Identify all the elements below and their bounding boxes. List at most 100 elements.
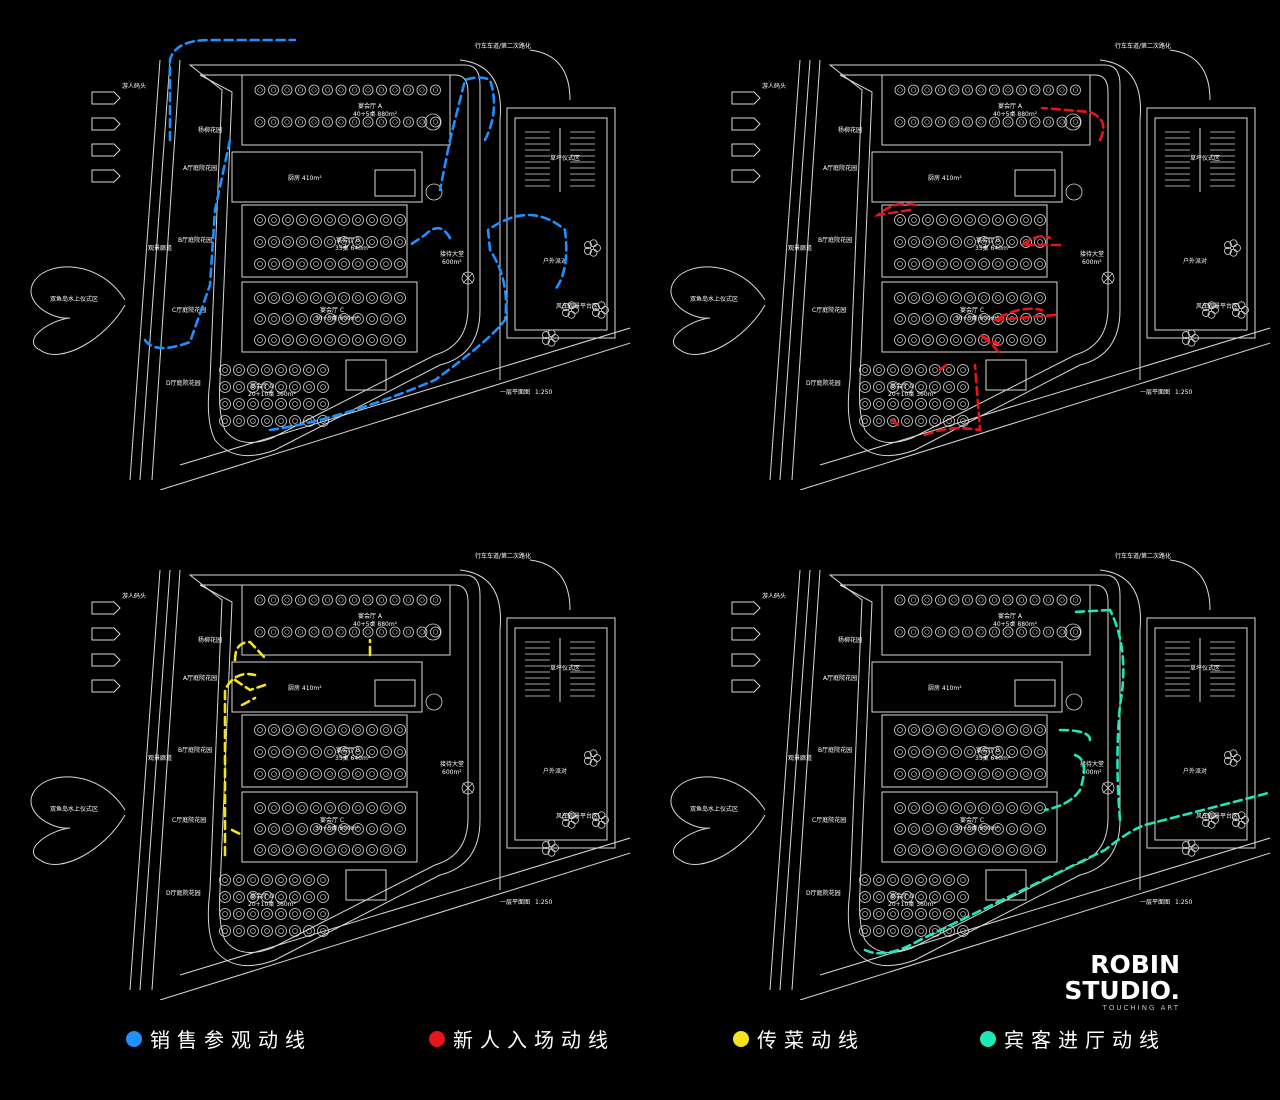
table-icon xyxy=(222,384,228,390)
table-icon xyxy=(282,802,294,814)
table-icon xyxy=(897,847,903,853)
table-icon xyxy=(992,236,1004,248)
table-icon xyxy=(254,768,266,780)
table-icon xyxy=(936,823,948,835)
table-icon xyxy=(887,398,899,410)
island-outline xyxy=(30,776,126,865)
outdoor-party-label: 户外派对 xyxy=(1183,767,1207,775)
table-icon xyxy=(995,337,1001,343)
table-icon xyxy=(939,847,945,853)
table-icon xyxy=(299,805,305,811)
table-icon xyxy=(222,367,228,373)
table-icon xyxy=(416,84,428,96)
table-icon xyxy=(233,874,245,886)
table-icon xyxy=(341,295,347,301)
wind-deck-label: 风车观景平台区 xyxy=(1196,812,1238,820)
hall-b-label: 宴会厅 B xyxy=(976,236,1000,244)
island-label: 双鱼岛水上仪式区 xyxy=(50,295,98,303)
table-icon xyxy=(894,844,906,856)
table-icon xyxy=(317,908,329,920)
table-icon xyxy=(311,629,317,635)
table-icon xyxy=(275,874,287,886)
table-icon xyxy=(897,261,903,267)
floor-plan-scale: 1:250 xyxy=(535,899,552,906)
spiral-stair-icon xyxy=(1065,693,1083,711)
table-icon xyxy=(890,401,896,407)
table-icon xyxy=(925,749,931,755)
table-icon xyxy=(964,258,976,270)
table-icon xyxy=(964,334,976,346)
table-icon xyxy=(936,258,948,270)
table-icon xyxy=(352,334,364,346)
outdoor-area xyxy=(506,107,616,339)
table-icon xyxy=(313,847,319,853)
table-icon xyxy=(310,334,322,346)
table-icon xyxy=(380,844,392,856)
waterfront-label: 观景廊道 xyxy=(148,754,172,762)
table-icon xyxy=(1005,119,1011,125)
road-curve xyxy=(1099,59,1141,380)
boat-icon xyxy=(731,627,761,641)
table-icon xyxy=(950,768,962,780)
table-icon xyxy=(261,398,273,410)
table-icon xyxy=(405,87,412,93)
table-icon xyxy=(946,877,952,883)
table-icon xyxy=(937,597,944,603)
table-icon xyxy=(911,217,917,223)
table-icon xyxy=(254,626,266,638)
table-icon xyxy=(992,334,1004,346)
table-icon xyxy=(924,597,930,603)
table-icon xyxy=(904,911,910,917)
table-icon xyxy=(278,384,284,390)
legend-label-serving: 传菜动线 xyxy=(757,1028,865,1052)
flower-icon xyxy=(1207,310,1216,319)
table-icon xyxy=(894,258,906,270)
table-icon xyxy=(352,724,364,736)
table-icon xyxy=(967,261,973,267)
flower-icon xyxy=(1233,754,1241,762)
table-icon xyxy=(355,295,361,301)
table-icon xyxy=(352,823,364,835)
route-lines xyxy=(223,638,372,857)
lower-road xyxy=(159,852,630,1000)
table-icon xyxy=(303,364,315,376)
hall-c-label: 宴会厅 C xyxy=(320,816,344,824)
table-icon xyxy=(873,381,885,393)
table-icon xyxy=(327,295,333,301)
table-icon xyxy=(1020,724,1032,736)
flower-icon xyxy=(1232,303,1240,311)
table-icon xyxy=(946,894,952,900)
flower-icon xyxy=(542,337,550,345)
table-icon xyxy=(1034,292,1046,304)
table-icon xyxy=(1006,802,1018,814)
table-icon xyxy=(320,877,326,883)
table-icon xyxy=(355,316,361,322)
table-icon xyxy=(380,258,392,270)
road-curve xyxy=(1169,49,1211,101)
table-icon xyxy=(1059,119,1065,125)
table-icon xyxy=(366,313,378,325)
table-icon xyxy=(894,236,906,248)
table-icon xyxy=(324,313,336,325)
table-icon xyxy=(978,844,990,856)
hall-a-room xyxy=(881,74,1091,146)
table-icon xyxy=(264,928,270,934)
table-icon xyxy=(953,217,959,223)
table-icon xyxy=(967,727,973,733)
table-icon xyxy=(352,746,364,758)
waterfront-edge xyxy=(769,569,801,991)
hall-b-spec: 35桌 640m² xyxy=(335,244,371,252)
table-icon xyxy=(953,805,959,811)
garden-c-label: C厅庭院花园 xyxy=(172,306,206,314)
lobby-area: 600m² xyxy=(442,769,462,776)
route-path xyxy=(873,202,917,217)
table-icon xyxy=(894,116,906,128)
table-icon xyxy=(921,626,933,638)
table-icon xyxy=(950,724,962,736)
flower-icon xyxy=(1202,309,1210,317)
spiral-stair-icon xyxy=(1064,623,1082,641)
